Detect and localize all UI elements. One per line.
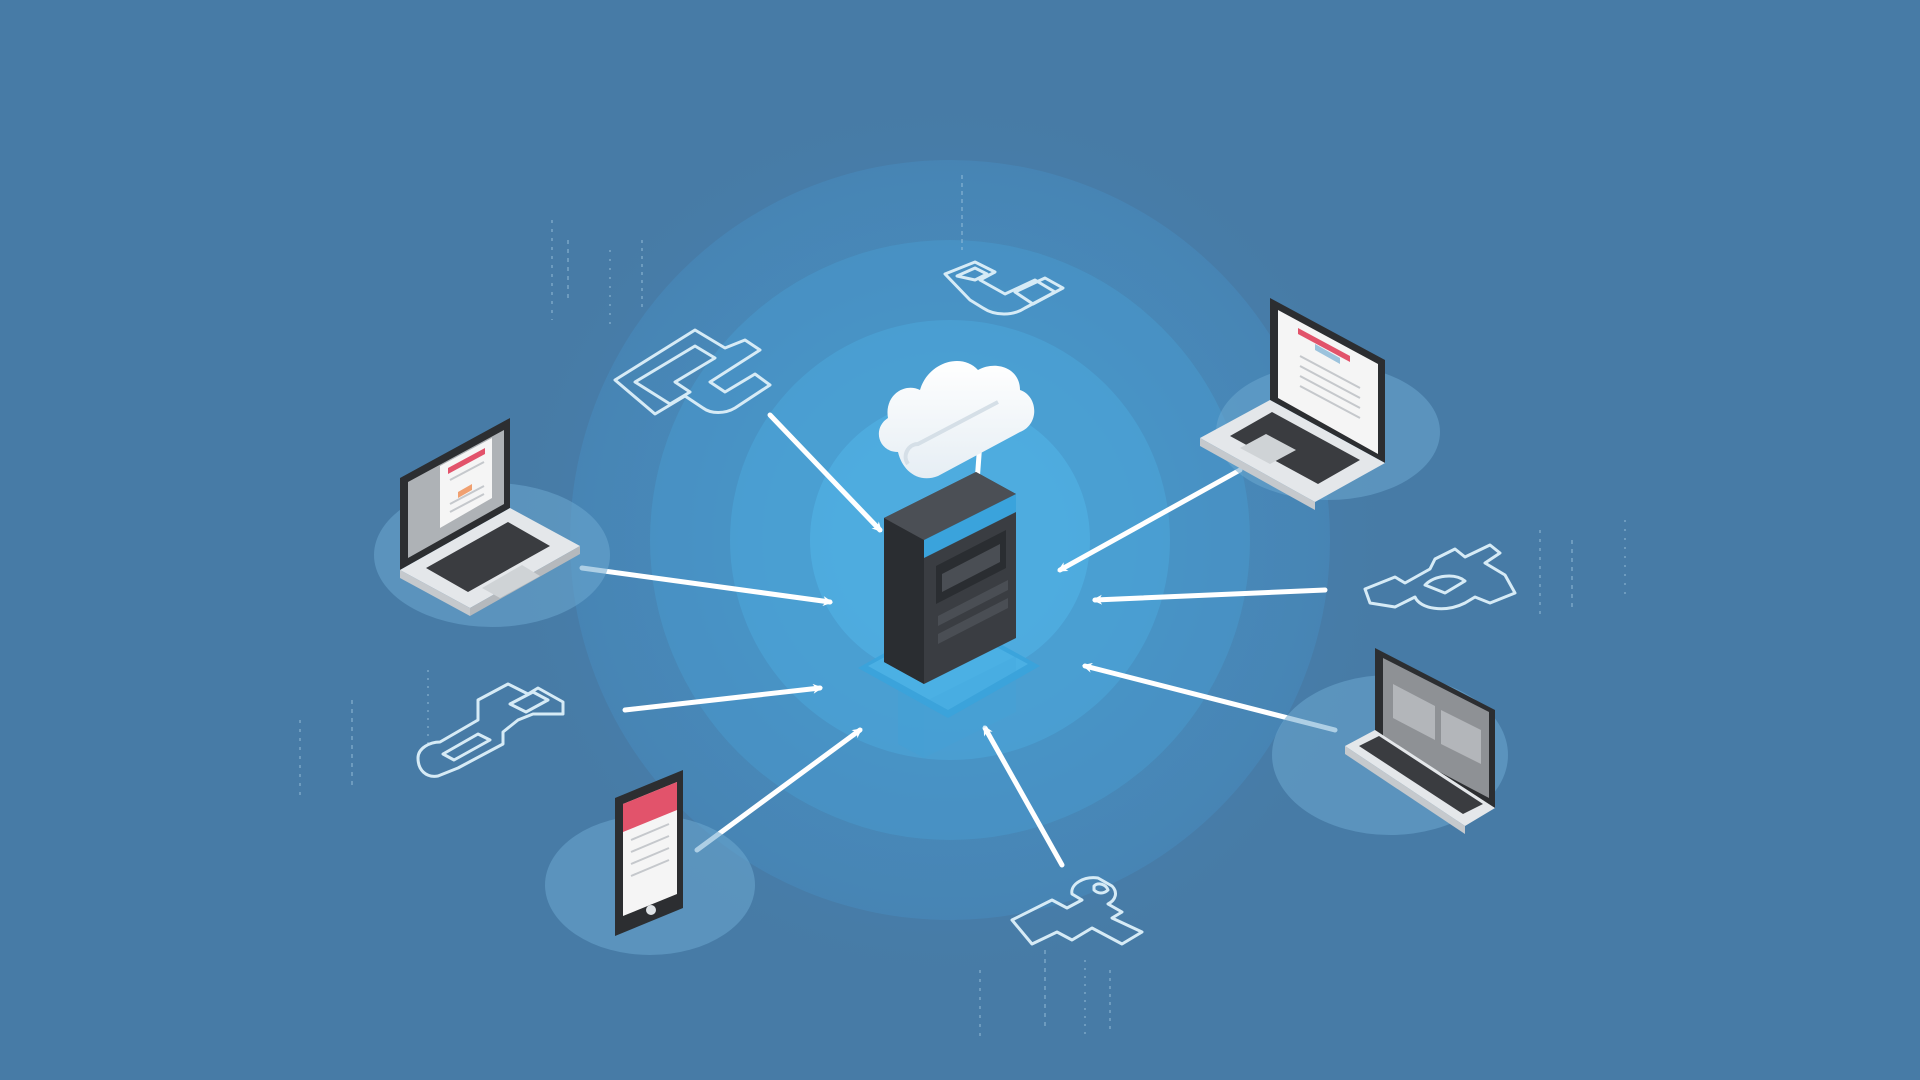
tablet-icon bbox=[615, 770, 683, 936]
arrow-laptop-top-right bbox=[1057, 467, 1243, 573]
arrow-pattern-right bbox=[1092, 587, 1328, 605]
flowchart-pattern-icon bbox=[416, 682, 565, 778]
cloud-icon bbox=[878, 360, 1035, 479]
flowchart-pattern-icon bbox=[613, 328, 772, 416]
arrow-laptop-left bbox=[579, 565, 833, 607]
flowchart-pattern-icon bbox=[943, 260, 1065, 316]
flowchart-pattern-icon bbox=[1363, 543, 1517, 611]
arrow-pattern-left bbox=[622, 683, 823, 713]
arrow-top-left bbox=[767, 412, 883, 533]
server-tower-icon bbox=[858, 472, 1040, 758]
laptop-icon bbox=[1345, 648, 1495, 834]
laptop-icon bbox=[1200, 298, 1385, 510]
data-stream-decoration bbox=[299, 175, 1626, 1040]
arrow-bottom bbox=[982, 725, 1065, 868]
laptop-icon bbox=[400, 418, 580, 616]
flowchart-pattern-icon bbox=[1010, 876, 1144, 946]
arrow-tablet bbox=[694, 727, 863, 853]
